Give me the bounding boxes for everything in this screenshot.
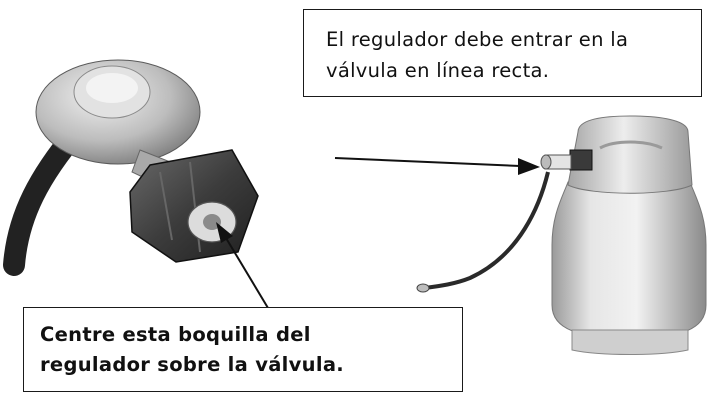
attached-regulator-nozzle <box>540 154 552 170</box>
tank-collar <box>567 115 693 194</box>
callout-center-line-1: Centre esta boquilla del <box>40 323 311 346</box>
callout-straight-entry: El regulador debe entrar en la válvula e… <box>303 9 702 97</box>
callout-center-line-2: regulador sobre la válvula. <box>40 353 345 376</box>
nozzle-tip <box>203 214 221 230</box>
nozzle-pointer-arrowhead <box>216 222 233 243</box>
tank-hose <box>424 171 550 290</box>
callout-center-nozzle: Centre esta boquilla del regulador sobre… <box>23 307 463 392</box>
nozzle-pointer-line <box>225 237 269 309</box>
callout-straight-line-2: válvula en línea recta. <box>326 59 550 82</box>
tank-valve <box>569 149 593 171</box>
collar-handle-hole <box>599 140 663 150</box>
tank-foot-ring <box>571 329 689 355</box>
regulator-closeup <box>3 59 269 309</box>
alignment-arrow <box>334 157 540 175</box>
nut-ridge <box>159 171 173 241</box>
regulator-cap-top <box>86 73 138 103</box>
tank-body <box>551 181 707 339</box>
callout-straight-line-1: El regulador debe entrar en la <box>326 28 629 51</box>
hose-end-fitting <box>416 283 430 293</box>
propane-tank <box>416 115 707 355</box>
